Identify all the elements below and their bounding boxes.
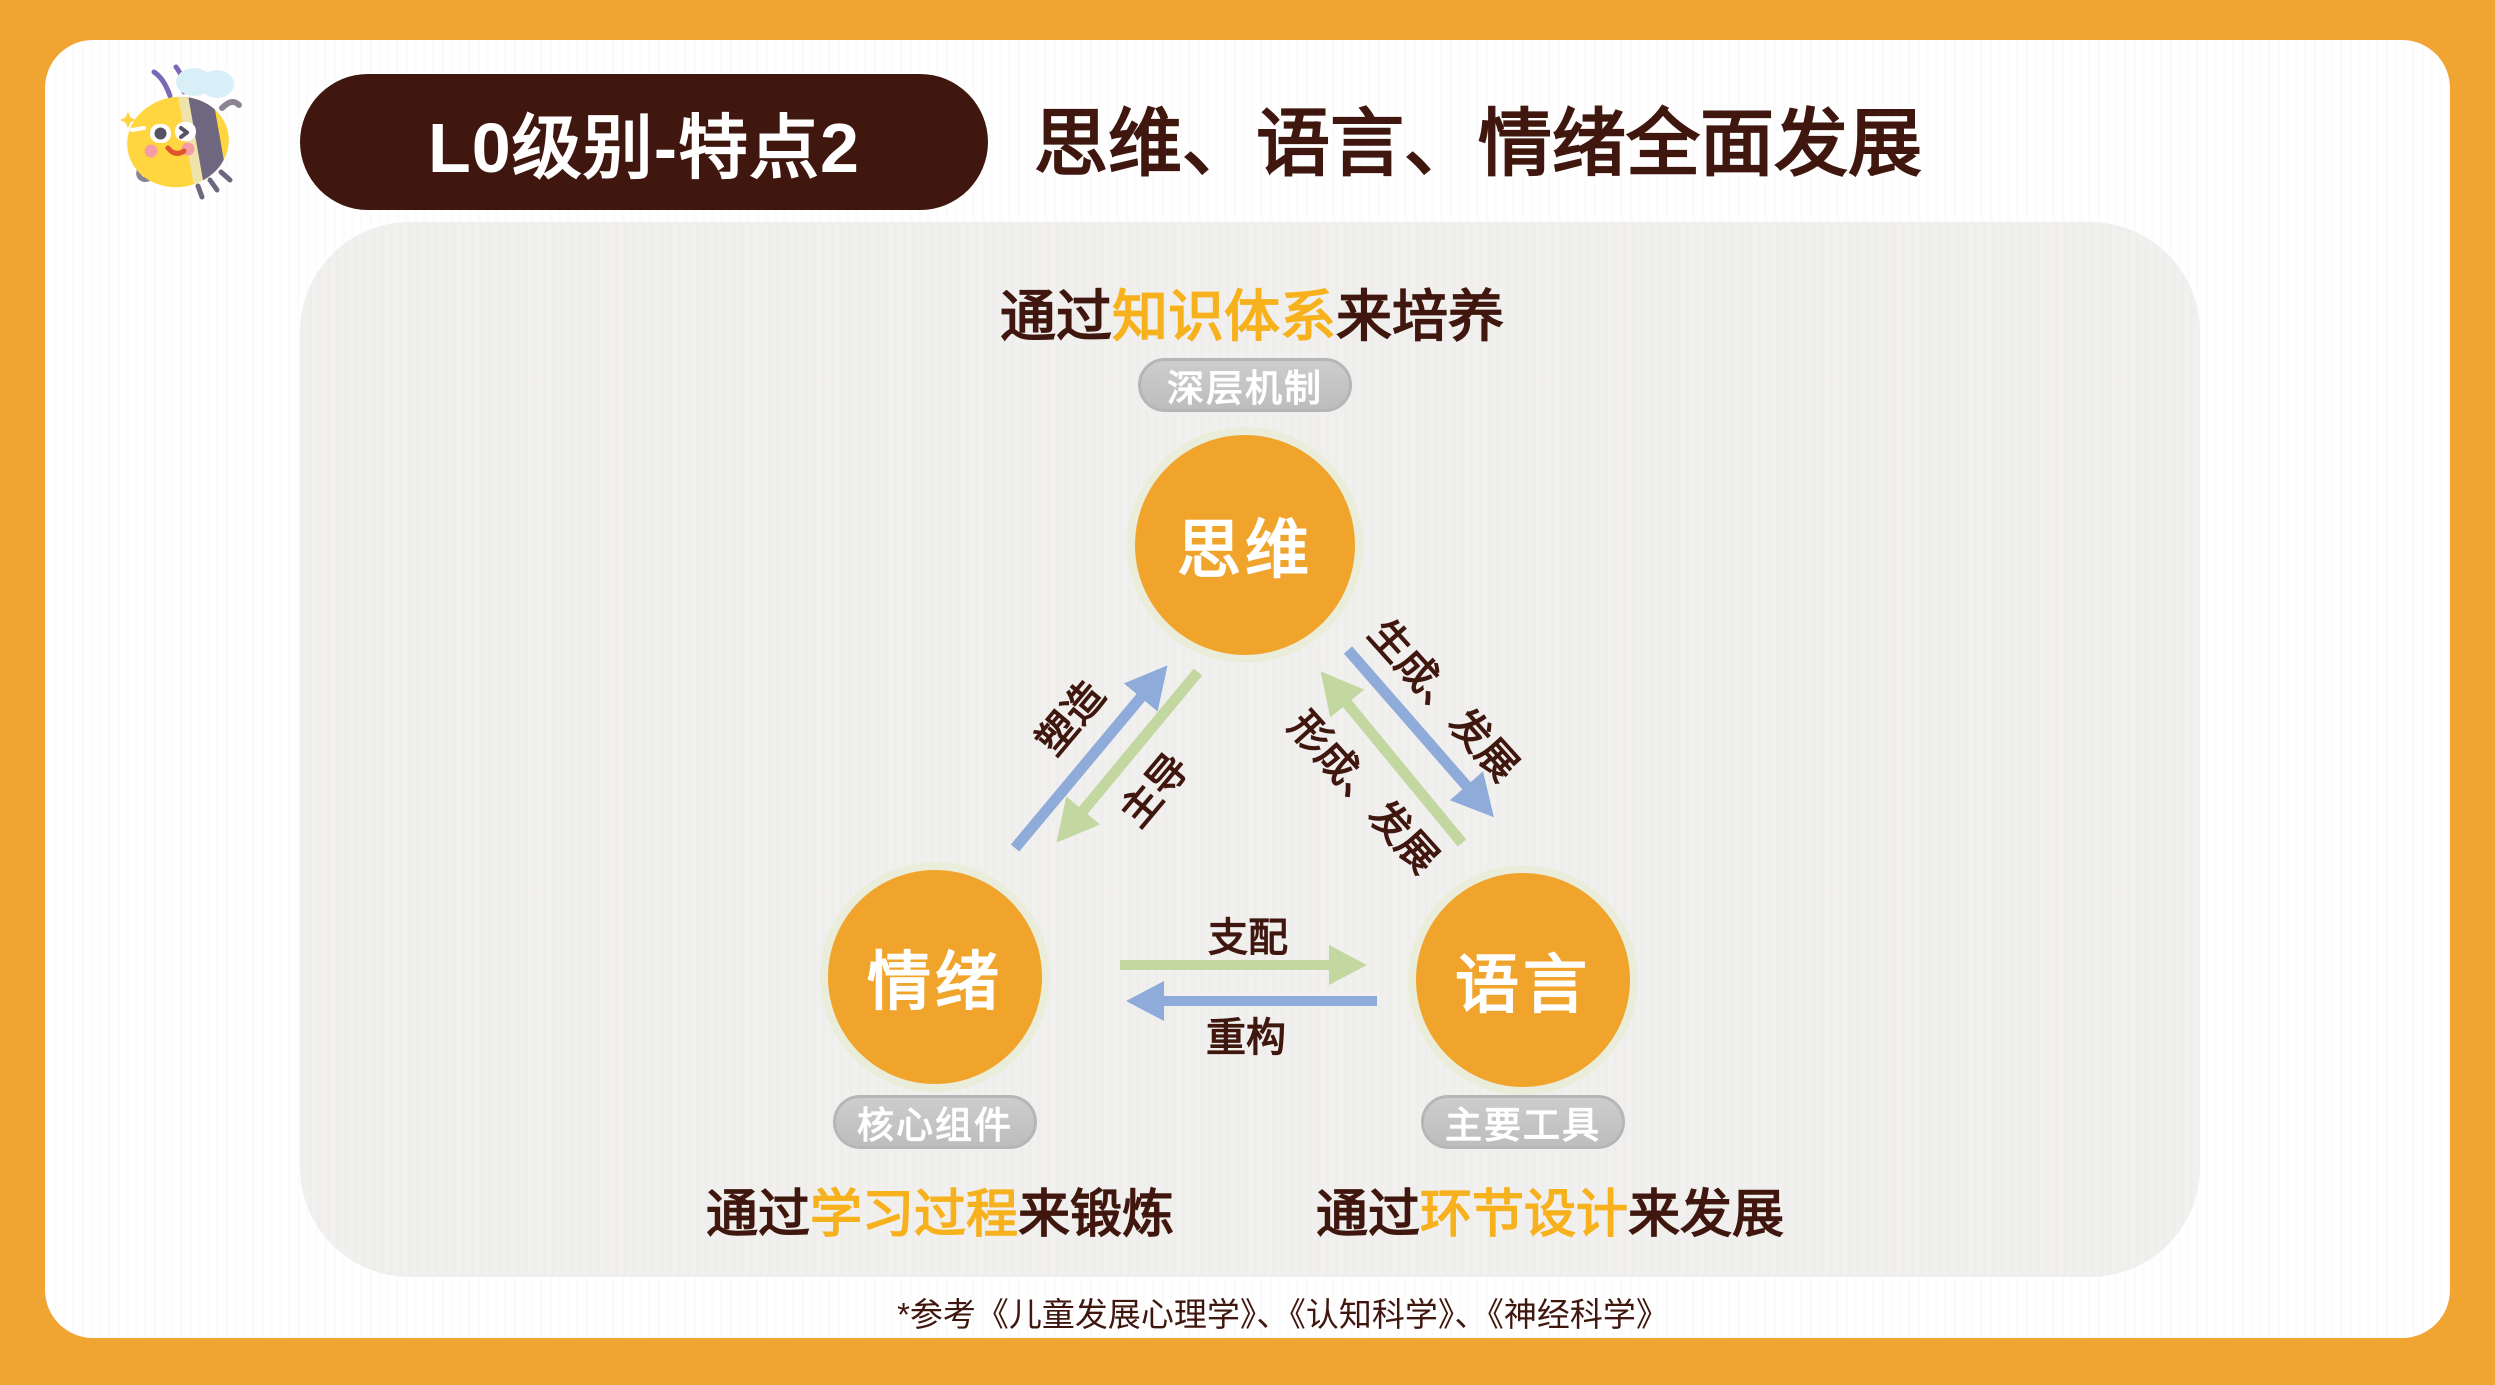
bee-mascot-icon (120, 64, 242, 200)
caption-prefix: 通过 (1000, 285, 1112, 348)
caption-activity-design: 通过环节设计来发展 (1316, 1172, 1784, 1247)
caption-prefix: 通过 (705, 1186, 810, 1244)
tag-main-tool: 主要工具 (1421, 1095, 1625, 1149)
reference-note: *参考《儿童发展心理学》、《认知科学》、《神经科学》 (897, 1296, 1669, 1333)
section-badge: L0级别-特点2 (300, 74, 988, 210)
edge-label-rebuild: 重构 (1206, 1016, 1286, 1060)
caption-knowledge-system: 通过知识体系来培养 (1000, 272, 1504, 353)
section-badge-label: L0级别-特点2 (428, 108, 860, 187)
caption-highlight: 学习过程 (809, 1186, 1019, 1244)
node-emotion: 情绪 (820, 862, 1050, 1092)
caption-suffix: 来培养 (1336, 285, 1504, 348)
caption-suffix: 来锻炼 (1018, 1186, 1175, 1244)
caption-highlight: 环节设计 (1419, 1186, 1629, 1244)
tag-deep-mechanism: 深层机制 (1138, 358, 1352, 412)
node-language: 语言 (1408, 865, 1638, 1095)
node-thinking: 思维 (1127, 427, 1363, 663)
caption-highlight: 知识体系 (1112, 285, 1336, 348)
caption-suffix: 来发展 (1628, 1186, 1785, 1244)
page-title: 思维、语言、情绪全面发展 (1034, 102, 1922, 185)
caption-prefix: 通过 (1315, 1186, 1420, 1244)
tag-core-component: 核心组件 (833, 1095, 1037, 1149)
caption-learning-process: 通过学习过程来锻炼 (706, 1172, 1174, 1247)
edge-label-control: 支配 (1208, 916, 1288, 960)
